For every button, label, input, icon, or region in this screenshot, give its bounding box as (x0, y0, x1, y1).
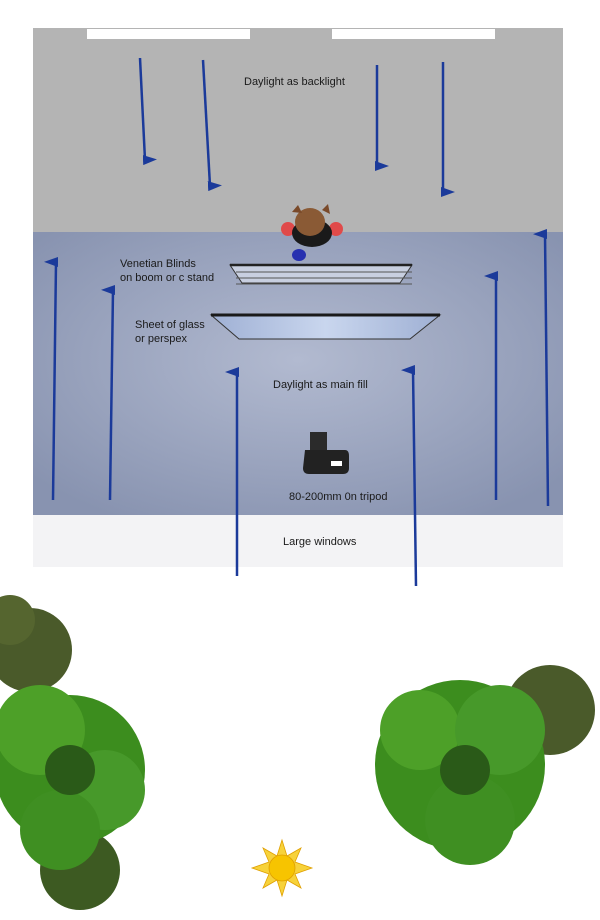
tree-icon (375, 665, 595, 865)
backlight-zone (33, 28, 563, 233)
glass-label-line1: Sheet of glass (135, 319, 205, 331)
fill-arrow (401, 364, 418, 587)
fill-arrow (44, 257, 59, 501)
glass-sheet (209, 313, 442, 340)
window-strip (33, 515, 563, 567)
sun-icon (250, 838, 314, 898)
model-icon (281, 204, 343, 261)
blinds-label-line2: on boom or c stand (120, 272, 214, 284)
back-window-right (332, 29, 495, 39)
camera-icon (303, 432, 349, 474)
back-window-left (87, 29, 250, 39)
fill-arrow (101, 285, 116, 501)
fill-arrow (533, 228, 550, 507)
blinds-label-line1: Venetian Blinds (120, 258, 196, 270)
camera-label: 80-200mm 0n tripod (289, 491, 387, 503)
backlight-label: Daylight as backlight (244, 76, 345, 88)
venetian-blinds (229, 263, 413, 285)
backlight-arrow (201, 59, 222, 192)
glass-label-line2: or perspex (135, 333, 187, 345)
windows-label: Large windows (283, 536, 357, 548)
main-fill-label: Daylight as main fill (273, 379, 368, 391)
backlight-arrow (138, 57, 157, 166)
tree-icon (0, 595, 145, 910)
